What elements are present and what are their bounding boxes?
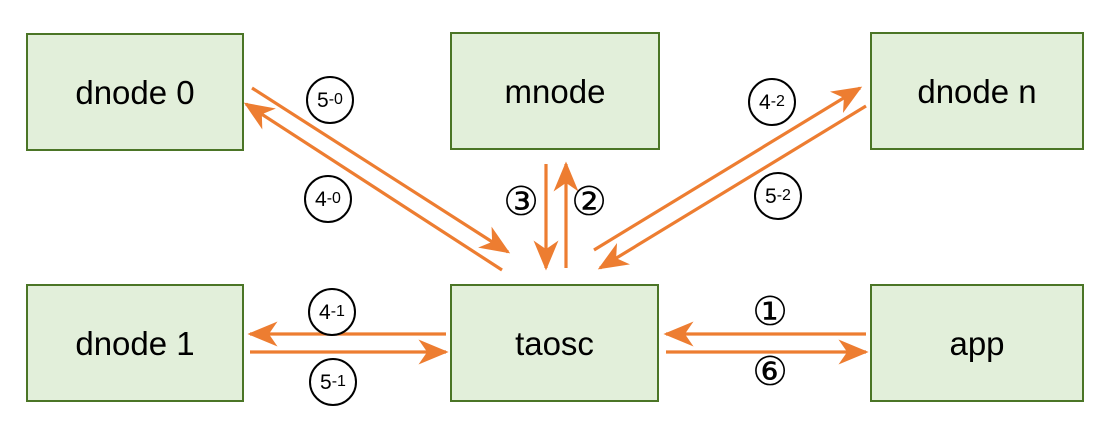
edge-badge-6: ⑥ bbox=[747, 349, 793, 395]
badge-suffix: -0 bbox=[326, 190, 341, 207]
edge-badge-4-2: 4-2 bbox=[748, 78, 796, 126]
node-label: mnode bbox=[504, 72, 606, 110]
badge-primary: 4 bbox=[315, 187, 327, 211]
badge-glyph: ③ bbox=[503, 179, 539, 225]
badge-glyph: ② bbox=[571, 179, 607, 225]
node-mnode[interactable]: mnode bbox=[450, 32, 660, 150]
node-taosc[interactable]: taosc bbox=[450, 284, 659, 402]
badge-primary: 5 bbox=[765, 184, 777, 208]
node-app[interactable]: app bbox=[870, 284, 1084, 402]
node-dnode1[interactable]: dnode 1 bbox=[26, 284, 244, 402]
edge-badge-5-1: 5-1 bbox=[309, 358, 357, 406]
badge-primary: 4 bbox=[319, 300, 331, 324]
badge-glyph: ① bbox=[752, 289, 788, 335]
badge-suffix: -2 bbox=[776, 187, 791, 204]
badge-suffix: -2 bbox=[770, 93, 785, 110]
node-dnode-n[interactable]: dnode n bbox=[870, 32, 1084, 150]
arrow-dnoden-to-taosc bbox=[597, 104, 867, 270]
badge-primary: 5 bbox=[317, 88, 329, 112]
edge-badge-5-0: 5-0 bbox=[306, 76, 354, 124]
arrow-taosc-to-dnoden bbox=[593, 86, 863, 252]
badge-suffix: -0 bbox=[328, 91, 343, 108]
edge-badge-1: ① bbox=[747, 289, 793, 335]
edge-badge-2: ② bbox=[566, 179, 612, 225]
arrow-dnode0-to-taosc bbox=[251, 86, 511, 254]
node-label: dnode 1 bbox=[75, 324, 195, 362]
arrow-taosc-to-dnode0 bbox=[243, 102, 503, 272]
edge-badge-4-0: 4-0 bbox=[304, 175, 352, 223]
node-label: dnode 0 bbox=[75, 73, 195, 111]
badge-primary: 4 bbox=[759, 90, 771, 114]
node-label: taosc bbox=[515, 324, 594, 362]
node-label: dnode n bbox=[917, 72, 1037, 110]
badge-glyph: ⑥ bbox=[752, 349, 788, 395]
node-dnode0[interactable]: dnode 0 bbox=[26, 33, 244, 151]
node-label: app bbox=[949, 324, 1005, 362]
edge-badge-3: ③ bbox=[498, 179, 544, 225]
badge-suffix: -1 bbox=[330, 303, 345, 320]
badge-primary: 5 bbox=[320, 370, 332, 394]
edge-badge-5-2: 5-2 bbox=[754, 172, 802, 220]
edge-badge-4-1: 4-1 bbox=[308, 288, 356, 336]
badge-suffix: -1 bbox=[331, 373, 346, 390]
